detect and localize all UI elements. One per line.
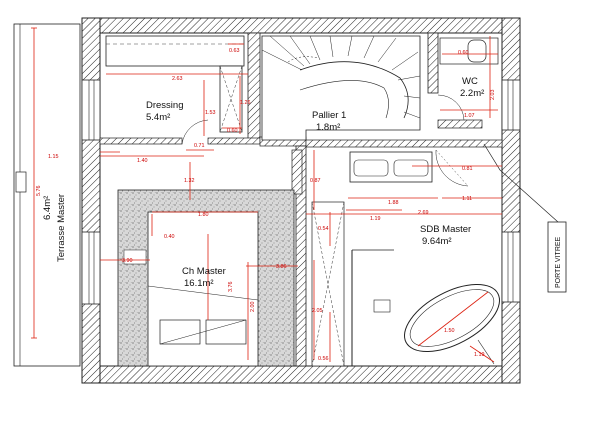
dim-label: 2.05 [312, 308, 323, 314]
dim-label: 0.54 [318, 226, 329, 232]
wc-name: WC [462, 76, 478, 87]
dimension-labels: 0.63 2.63 1.26 1.53 0.60 0.71 1.40 1.15 … [36, 48, 496, 362]
porte-vitree-label: PORTE VITREE [555, 236, 562, 288]
dim-label: 3.86 [276, 264, 287, 270]
ch-master-room [117, 189, 295, 367]
dim-label: 0.71 [194, 143, 205, 149]
sdb-master-room [311, 149, 501, 367]
terrasse-area: 6.4m² [42, 196, 53, 220]
dim-label: 0.60 [227, 128, 238, 134]
dim-label: 0.81 [462, 166, 473, 172]
dim-label: 0.87 [310, 178, 321, 184]
dim-label: 5.76 [36, 186, 42, 197]
dim-label: 2.69 [418, 210, 429, 216]
dim-label: 2.63 [172, 76, 183, 82]
dim-label: 2.03 [490, 90, 496, 101]
dim-label: 1.88 [388, 200, 399, 206]
wc-area: 2.2m² [460, 88, 484, 99]
left-windows [81, 79, 101, 305]
dim-label: 1.11 [462, 196, 472, 202]
dim-label: 1.53 [205, 110, 216, 116]
staircase [261, 35, 421, 141]
sdb-master-name: SDB Master [420, 224, 471, 235]
dim-label: 2.00 [250, 302, 256, 313]
dressing-name: Dressing [146, 100, 184, 111]
dim-label: 1.19 [370, 216, 381, 222]
dim-label: 1.19 [474, 352, 485, 358]
porte-vitree-callout: PORTE VITREE [483, 143, 567, 293]
sdb-master-area: 9.64m² [422, 236, 452, 247]
room-labels: Dressing 5.4m² Pallier 1 1.8m² WC 2.2m² … [42, 76, 484, 289]
pallier-area: 1.8m² [316, 122, 340, 133]
dim-label: 0.60 [458, 50, 469, 56]
dim-label: 0.40 [164, 234, 175, 240]
interior-walls [99, 32, 503, 367]
dim-label: 1.40 [137, 158, 148, 164]
wc-room [437, 37, 499, 121]
dim-label: 3.76 [228, 282, 234, 293]
dim-label: 3.90 [122, 258, 133, 264]
dim-label: 1.26 [240, 100, 251, 106]
dim-label: 1.50 [444, 328, 455, 334]
dim-label: 1.07 [464, 113, 475, 119]
ch-master-name: Ch Master [182, 266, 226, 277]
terrasse-name: Terrasse Master [56, 194, 67, 262]
pallier-name: Pallier 1 [312, 110, 346, 121]
terrace [13, 23, 81, 367]
ch-master-area: 16.1m² [184, 278, 214, 289]
dimension-lines [100, 36, 502, 363]
dim-label: 0.63 [229, 48, 240, 54]
dressing-room [105, 35, 245, 145]
dim-label: 1.80 [198, 212, 209, 218]
dim-label: 1.15 [48, 154, 59, 160]
right-windows [501, 79, 521, 303]
dim-label: 0.56 [318, 356, 329, 362]
dressing-area: 5.4m² [146, 112, 170, 123]
dim-label: 1.32 [184, 178, 195, 184]
